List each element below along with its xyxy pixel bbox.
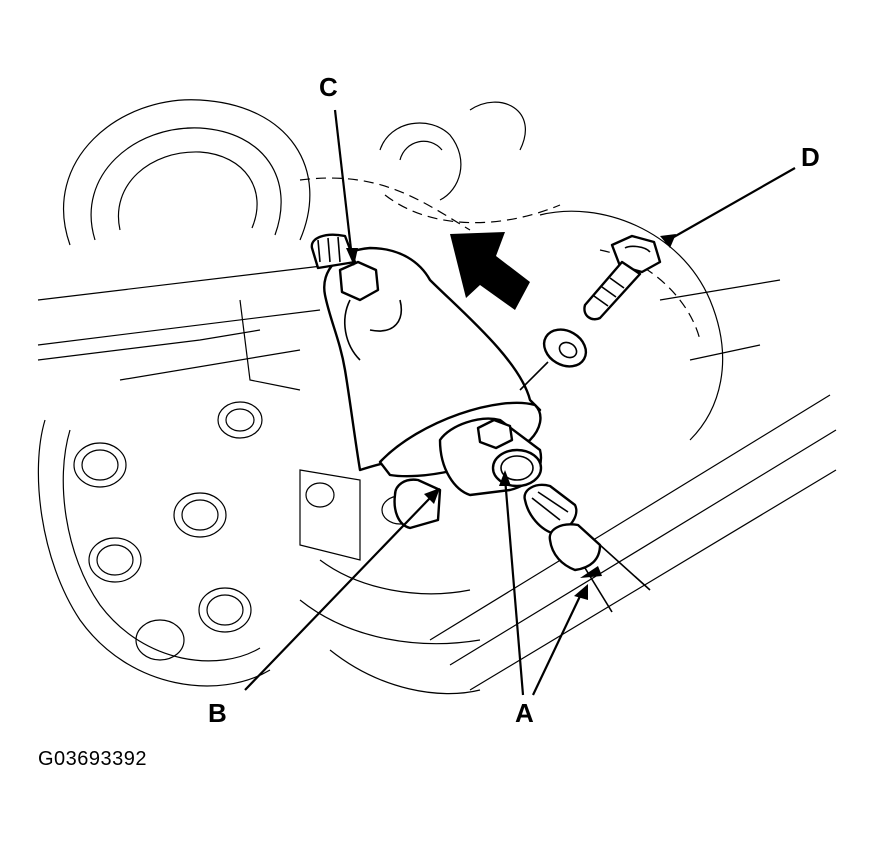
callout-label-a: A bbox=[515, 698, 534, 728]
background-engine-outline bbox=[37, 99, 837, 695]
front-direction-arrow-icon bbox=[450, 232, 530, 310]
bolt-c bbox=[310, 233, 380, 302]
callout-label-c: C bbox=[319, 72, 338, 102]
mount-bracket bbox=[310, 233, 543, 530]
figure-id: G03693392 bbox=[38, 748, 148, 770]
callout-label-b: B bbox=[208, 698, 227, 728]
bolt-d bbox=[583, 234, 662, 321]
callout-leaders bbox=[244, 109, 796, 696]
callout-label-d: D bbox=[801, 142, 820, 172]
washer bbox=[519, 328, 588, 391]
through-bolt bbox=[523, 483, 651, 613]
